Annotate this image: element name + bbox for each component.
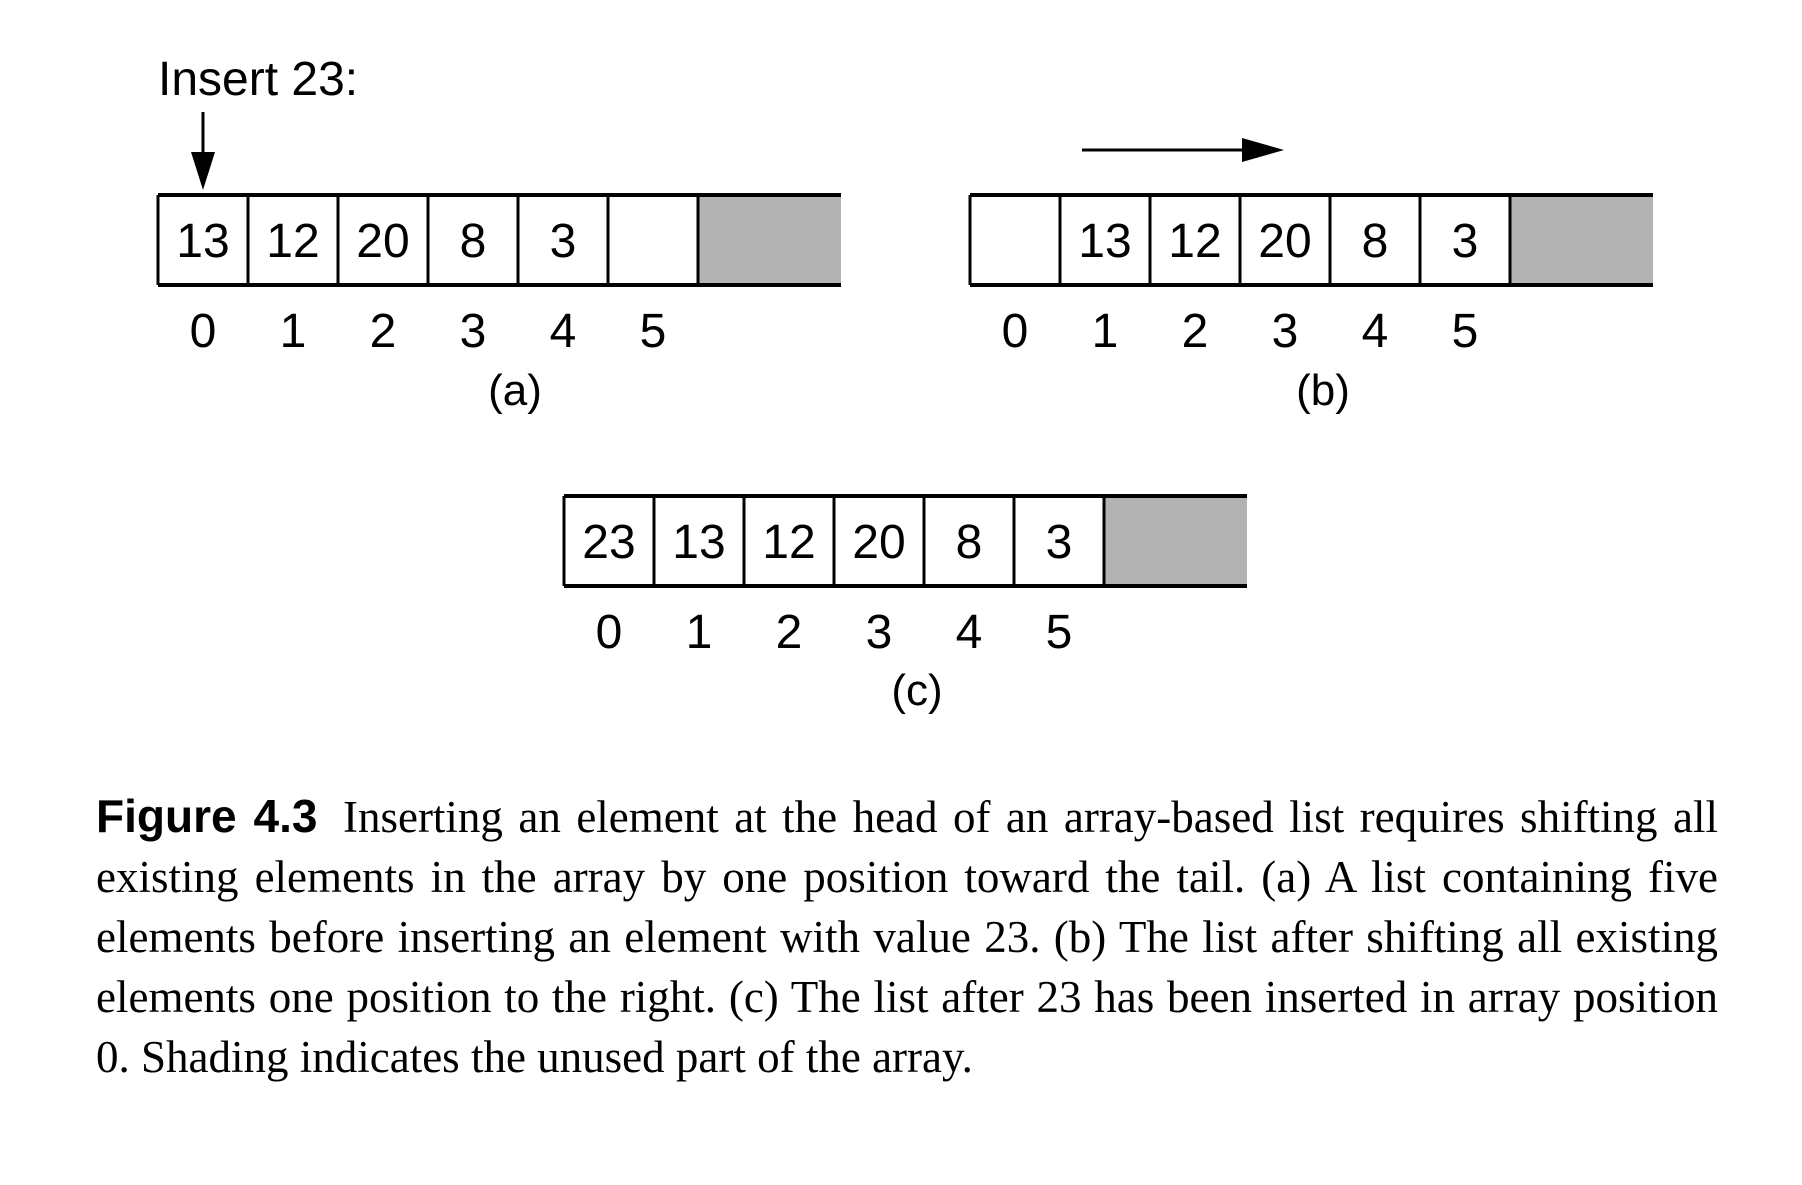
array-index-label: 4 (1362, 305, 1389, 358)
array-index-label: 3 (866, 606, 893, 659)
array-index-label: 0 (190, 305, 217, 358)
array-cell-value: 3 (1452, 215, 1479, 268)
array-index-label: 1 (1092, 305, 1119, 358)
array-index-label: 4 (550, 305, 577, 358)
array-index-label: 3 (460, 305, 487, 358)
panel-label: (b) (1296, 366, 1350, 415)
array-index-label: 2 (1182, 305, 1209, 358)
array-cell-value: 8 (460, 215, 487, 268)
array-cell-value: 3 (550, 215, 577, 268)
array-cell-value: 8 (1362, 215, 1389, 268)
panel-a-array: 13 0 12 1 20 2 8 3 3 4 5 (a) (156, 193, 841, 415)
array-cell-value: 3 (1046, 516, 1073, 569)
unused-region (1104, 496, 1247, 586)
array-cell-value: 23 (582, 516, 635, 569)
array-cell-value: 12 (266, 215, 319, 268)
unused-region (698, 195, 841, 285)
array-index-label: 2 (776, 606, 803, 659)
array-index-label: 0 (596, 606, 623, 659)
figure-caption: Figure 4.3 Inserting an element at the h… (96, 786, 1718, 1087)
array-cell-value: 12 (1168, 215, 1221, 268)
array-index-label: 2 (370, 305, 397, 358)
insert-down-arrow (191, 112, 215, 190)
insert-label: Insert 23: (158, 53, 358, 106)
array-cell-value: 8 (956, 516, 983, 569)
array-cell-value: 13 (672, 516, 725, 569)
array-index-label: 5 (1046, 606, 1073, 659)
array-index-label: 1 (686, 606, 713, 659)
figure-number: Figure 4.3 (96, 790, 318, 842)
array-cell-value: 20 (356, 215, 409, 268)
array-index-label: 5 (1452, 305, 1479, 358)
array-cell-value: 12 (762, 516, 815, 569)
array-index-label: 4 (956, 606, 983, 659)
array-cell-value: 13 (1078, 215, 1131, 268)
panel-label: (c) (891, 666, 942, 715)
unused-region (1510, 195, 1653, 285)
array-cell-value: 20 (1258, 215, 1311, 268)
shift-right-arrow (1082, 138, 1284, 162)
array-index-label: 5 (640, 305, 667, 358)
array-cell-value: 20 (852, 516, 905, 569)
array-index-label: 1 (280, 305, 307, 358)
panel-label: (a) (488, 366, 542, 415)
array-index-label: 3 (1272, 305, 1299, 358)
array-index-label: 0 (1002, 305, 1029, 358)
caption-text: Inserting an element at the head of an a… (96, 792, 1718, 1082)
array-cell-value: 13 (176, 215, 229, 268)
